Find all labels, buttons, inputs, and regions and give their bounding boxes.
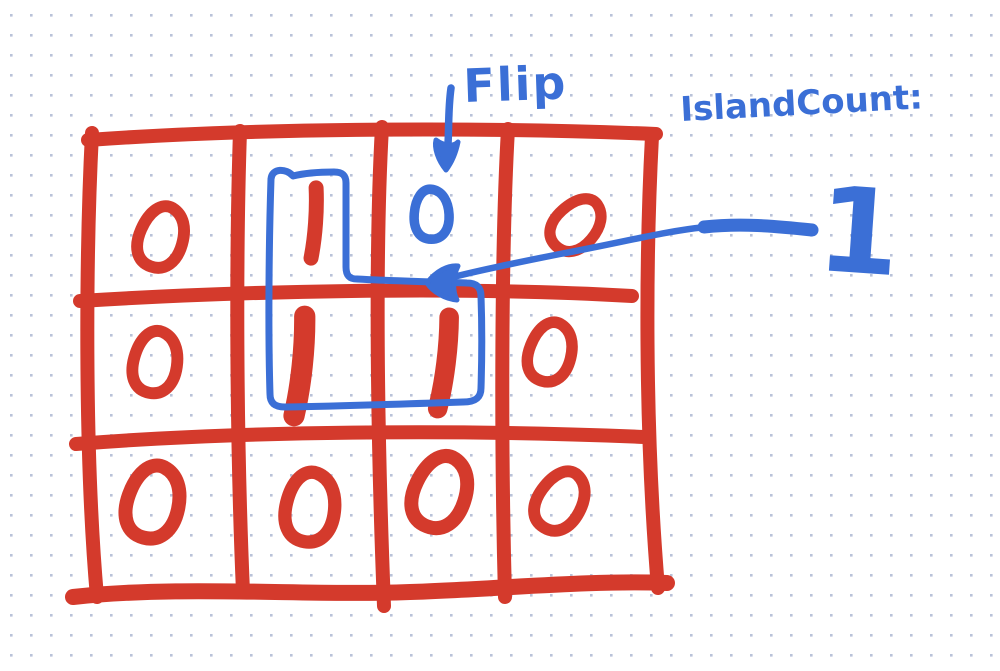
cell-value-r1c1 xyxy=(294,316,306,416)
cell-value-r1c2 xyxy=(438,317,451,409)
flip-label: Flip xyxy=(462,55,568,113)
grid-line-row-divider-1 xyxy=(73,283,639,308)
grid-line-col-divider-2 xyxy=(370,120,391,613)
grid-line-col-divider-3 xyxy=(495,122,515,604)
island-count-value: 1 xyxy=(813,160,905,303)
flip-arrow xyxy=(433,84,461,173)
grid-line-left xyxy=(80,126,104,604)
island-count-arrow xyxy=(424,218,819,303)
island-outline xyxy=(265,166,486,411)
cell-value-r0c1 xyxy=(311,188,317,258)
grid-line-bottom xyxy=(65,574,675,605)
island-count-arrow-tail xyxy=(697,218,819,237)
grid-line-row-divider-2 xyxy=(69,425,652,451)
grid-lines xyxy=(65,120,675,613)
grid-line-right xyxy=(640,129,665,595)
flip-arrow-head xyxy=(433,137,461,173)
grid-line-top xyxy=(81,122,663,147)
island-count-arrow-shaft xyxy=(438,223,710,284)
flip-arrow-shaft xyxy=(444,84,455,148)
grid-line-col-divider-1 xyxy=(230,124,250,599)
island-count-arrow-head xyxy=(424,263,461,303)
